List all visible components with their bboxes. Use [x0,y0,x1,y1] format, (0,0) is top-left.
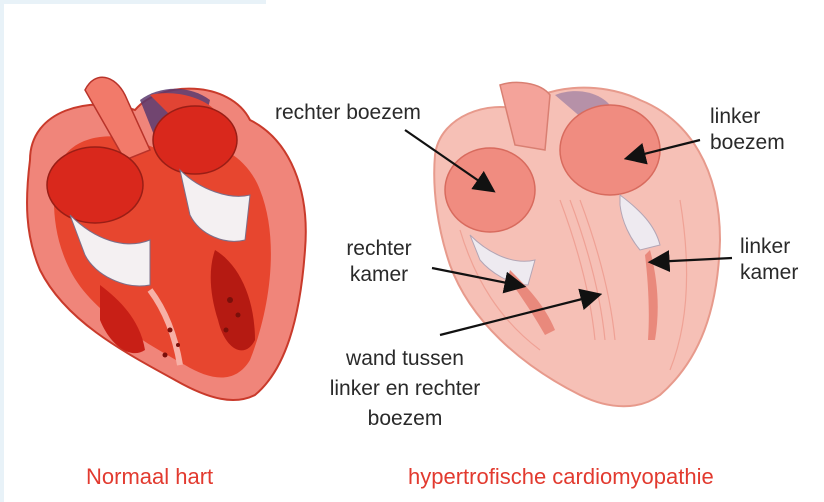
label-right-ventricle: rechter kamer [334,236,424,288]
label-left-atrium-line2: boezem [710,130,785,156]
label-right-atrium: rechter boezem [275,100,421,126]
label-septum-line1: wand tussen [300,344,510,374]
label-right-ventricle-line1: rechter [334,236,424,262]
label-right-ventricle-line2: kamer [334,262,424,288]
caption-normal-heart: Normaal hart [86,464,213,490]
label-left-atrium: linker boezem [710,104,785,156]
label-septum-line3: boezem [300,404,510,434]
label-left-ventricle-line1: linker [740,234,798,260]
label-left-ventricle: linker kamer [740,234,798,286]
caption-hcm-heart: hypertrofische cardiomyopathie [408,464,714,490]
label-septum-line2: linker en rechter [300,374,510,404]
normal-heart-illustration [27,77,306,400]
label-left-atrium-line1: linker [710,104,785,130]
label-septum: wand tussen linker en rechter boezem [300,344,510,434]
label-left-ventricle-line2: kamer [740,260,798,286]
